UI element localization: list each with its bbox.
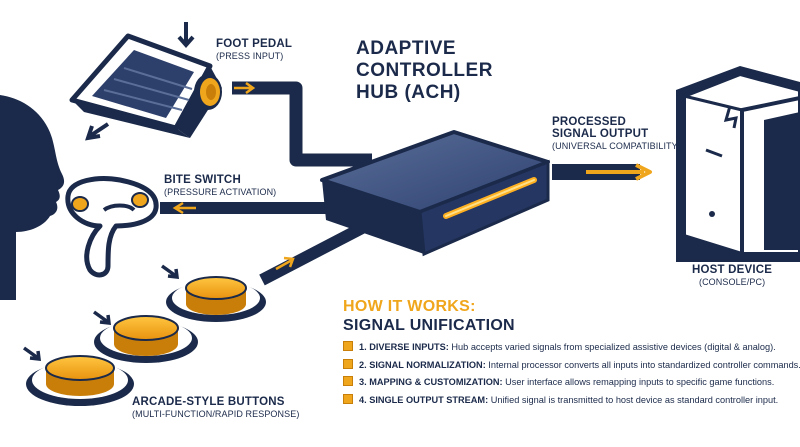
arcade-buttons-label: ARCADE-STYLE BUTTONS (MULTI-FUNCTION/RAP…	[132, 396, 299, 419]
step-box-icon	[343, 376, 353, 386]
bite-switch-label: BITE SWITCH (PRESSURE ACTIVATION)	[164, 174, 276, 197]
bite-switch-subtitle: (PRESSURE ACTIVATION)	[164, 187, 277, 197]
output-label: PROCESSED SIGNAL OUTPUT (UNIVERSAL COMPA…	[552, 116, 681, 151]
foot-pedal-title: FOOT PEDAL	[216, 38, 293, 50]
step-2-label: 2. SIGNAL NORMALIZATION:	[359, 359, 486, 370]
arcade-buttons-cable	[259, 222, 365, 286]
step-2: 2. SIGNAL NORMALIZATION: Internal proces…	[343, 358, 800, 370]
output-title-line1: PROCESSED	[552, 116, 627, 128]
bite-switch-title: BITE SWITCH	[164, 174, 241, 186]
how-it-works-panel: HOW IT WORKS: SIGNAL UNIFICATION 1. DIVE…	[343, 298, 800, 411]
how-it-works-heading: HOW IT WORKS:	[343, 298, 476, 315]
step-4: 4. SINGLE OUTPUT STREAM: Unified signal …	[343, 393, 793, 405]
step-box-icon	[343, 341, 353, 351]
hub-title-line3: HUB (ACH)	[356, 82, 461, 103]
host-device-tower	[676, 66, 800, 262]
arcade-button-2	[94, 315, 198, 363]
bite-switch-cable-arrow	[172, 201, 196, 215]
bite-switch-device	[65, 176, 159, 278]
step-1-text: Hub accepts varied signals from speciali…	[448, 342, 776, 352]
adaptive-controller-hub	[320, 130, 550, 257]
host-device-label: HOST DEVICE (CONSOLE/PC)	[692, 264, 772, 287]
step-box-icon	[343, 358, 353, 369]
step-3-label: 3. MAPPING & CUSTOMIZATION:	[359, 377, 503, 387]
steps-list: 1. DIVERSE INPUTS: Hub accepts varied si…	[343, 341, 800, 405]
output-subtitle: (UNIVERSAL COMPATIBILITY)	[552, 141, 681, 151]
arcade-button-1	[26, 355, 134, 406]
step-4-label: 4. SINGLE OUTPUT STREAM:	[359, 394, 489, 405]
foot-pedal-cable-arrow	[234, 81, 256, 95]
step-2-text: Internal processor converts all inputs i…	[485, 359, 800, 370]
output-title-line2: SIGNAL OUTPUT	[552, 128, 649, 140]
step-4-text: Unified signal is transmitted to host de…	[488, 394, 779, 405]
step-1: 1. DIVERSE INPUTS: Hub accepts varied si…	[343, 341, 793, 352]
host-device-title: HOST DEVICE	[692, 264, 773, 276]
user-head-silhouette	[0, 95, 65, 300]
hub-title-line2: CONTROLLER	[356, 60, 493, 81]
step-3: 3. MAPPING & CUSTOMIZATION: User interfa…	[343, 376, 793, 387]
arcade-buttons-title: ARCADE-STYLE BUTTONS	[132, 396, 285, 408]
how-it-works-subheading: SIGNAL UNIFICATION	[343, 317, 515, 334]
foot-pedal-device	[69, 22, 222, 141]
press-indicator-arrows	[22, 264, 180, 361]
host-device-subtitle: (CONSOLE/PC)	[698, 277, 766, 287]
arcade-buttons-subtitle: (MULTI-FUNCTION/RAPID RESPONSE)	[132, 409, 300, 419]
step-box-icon	[343, 393, 353, 404]
foot-pedal-label: FOOT PEDAL (PRESS INPUT)	[216, 38, 292, 61]
arcade-button-3	[166, 276, 266, 322]
step-3-text: User interface allows remapping inputs t…	[502, 377, 775, 387]
hub-title-line1: ADAPTIVE	[356, 38, 457, 59]
hub-title: ADAPTIVE CONTROLLER HUB (ACH)	[356, 38, 493, 104]
foot-pedal-cable	[232, 81, 372, 167]
step-1-label: 1. DIVERSE INPUTS:	[359, 342, 449, 352]
arcade-buttons-cable-arrow	[275, 256, 295, 271]
output-arrow	[586, 163, 652, 181]
foot-pedal-subtitle: (PRESS INPUT)	[216, 51, 284, 61]
